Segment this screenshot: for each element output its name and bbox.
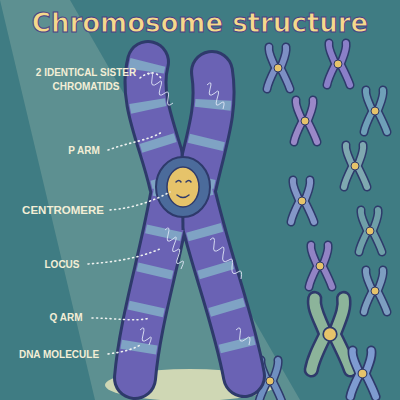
small-chromosome: [267, 47, 290, 89]
part-label: P ARM: [58, 144, 110, 158]
small-chromosome: [309, 245, 332, 287]
title: Chromosome structure: [0, 8, 400, 38]
small-chromosome: [359, 210, 382, 252]
small-chromosome: [344, 145, 367, 187]
chromatid-band: [135, 62, 244, 378]
part-label: CENTROMERE: [16, 203, 110, 219]
small-chromosome: [327, 43, 350, 85]
chromatid: [135, 62, 244, 378]
small-chromosome: [311, 299, 350, 370]
small-chromosome: [350, 351, 375, 397]
dna-coil: [140, 73, 250, 345]
small-chromosome: [364, 270, 387, 312]
centromere: [156, 157, 210, 217]
leader-line: [140, 73, 162, 80]
small-chromosomes: [259, 43, 387, 400]
part-label: LOCUS: [36, 258, 88, 272]
leader-line: [110, 192, 170, 210]
centromere-face: [167, 167, 199, 207]
spotlight-beam: [0, 0, 300, 400]
chromatid-outline: [135, 62, 244, 378]
leader-line: [108, 344, 142, 354]
small-chromosome: [294, 100, 317, 142]
main-chromosome: [135, 62, 250, 378]
small-chromosome: [291, 180, 314, 222]
small-chromosome: [364, 90, 387, 132]
part-label: DNA MOLECULE: [8, 348, 110, 362]
part-label: Q ARM: [40, 311, 92, 325]
leader-line: [108, 132, 162, 150]
leader-line: [92, 318, 150, 320]
face-features: [176, 181, 191, 198]
leader-line: [88, 248, 162, 264]
part-label: 2 IDENTICAL SISTER CHROMATIDS: [22, 66, 150, 93]
